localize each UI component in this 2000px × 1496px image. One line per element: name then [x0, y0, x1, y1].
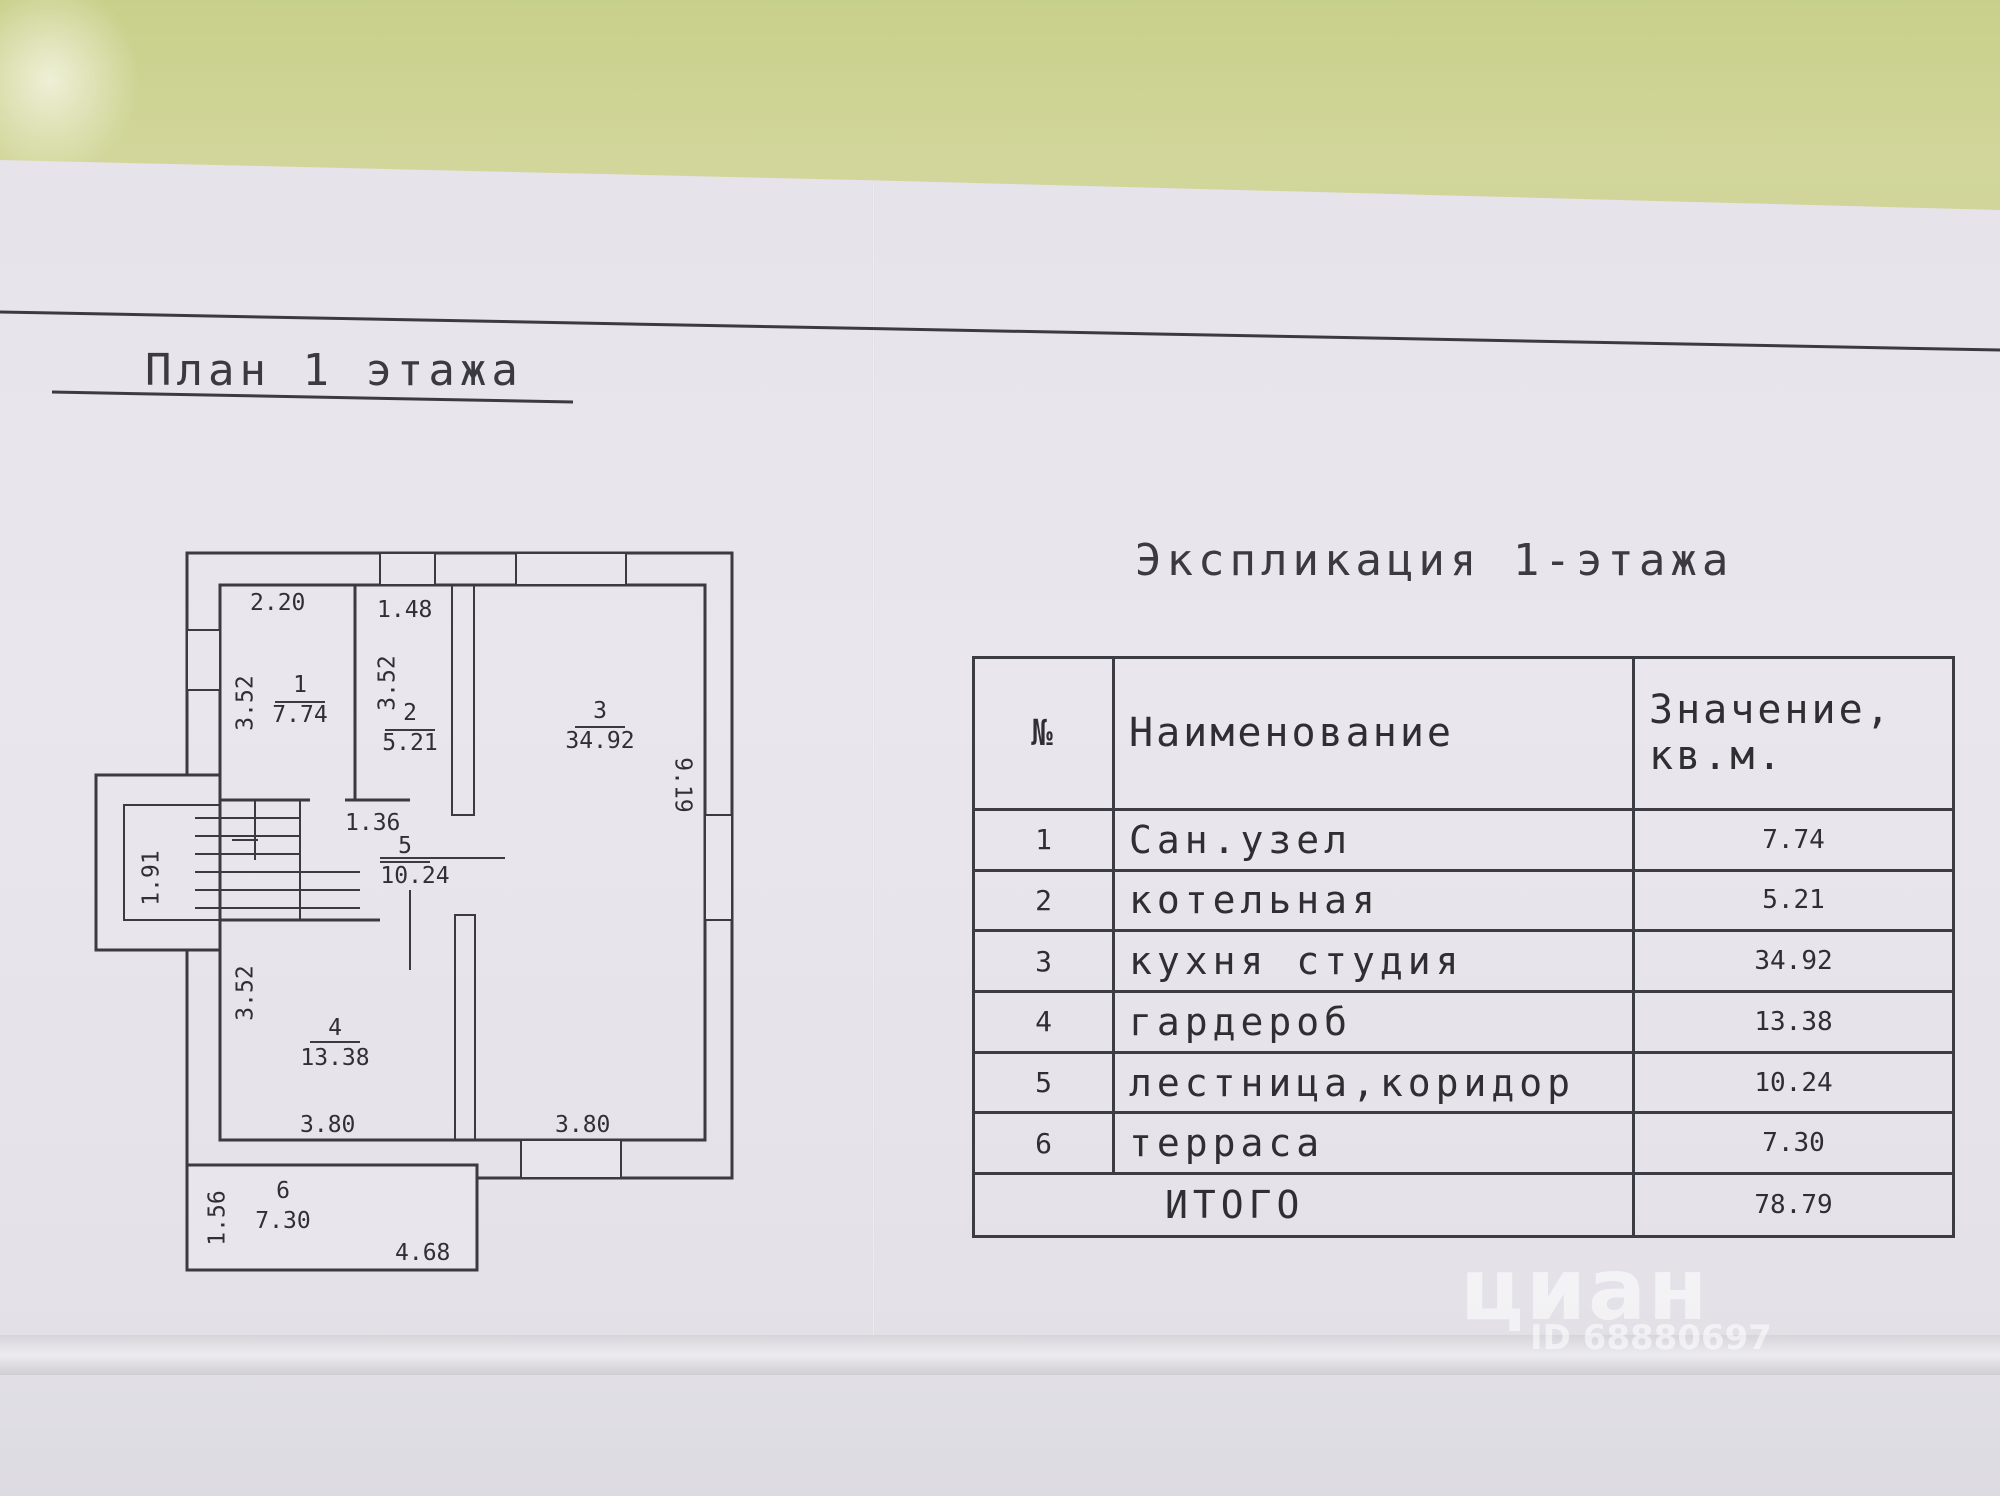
row-value: 13.38 — [1632, 989, 1955, 1054]
header-value: Значение, кв.м. — [1632, 656, 1955, 811]
dim-label: 3.80 — [555, 1112, 611, 1138]
row-number: 5 — [972, 1050, 1115, 1115]
window-top-1 — [379, 552, 436, 586]
watermark-logo: циан — [1460, 1240, 1710, 1340]
dim-label: 1.48 — [377, 597, 433, 623]
room-1-area: 7.74 — [272, 702, 328, 728]
table-row: 5 лестница,коридор 10.24 — [972, 1050, 1955, 1115]
table-row: 4 гардероб 13.38 — [972, 989, 1955, 1054]
header-num: № — [972, 656, 1115, 811]
dim-label: 1.36 — [345, 810, 401, 836]
row-name: кухня студия — [1112, 929, 1635, 993]
header-value-line1: Значение, — [1649, 687, 1893, 734]
table-row: 1 Сан.узел 7.74 — [972, 807, 1955, 872]
table-total-row: ИТОГО 78.79 — [972, 1172, 1955, 1238]
partition-2-3 — [451, 584, 475, 816]
table-row: 2 котельная 5.21 — [972, 868, 1955, 933]
window-left — [186, 629, 221, 691]
room-2-number: 2 — [403, 700, 417, 726]
row-number: 3 — [972, 929, 1115, 993]
room-1-number: 1 — [293, 672, 307, 698]
table-row: 3 кухня студия 34.92 — [972, 929, 1955, 993]
staircase-steps — [195, 800, 360, 920]
dim-label: 3.80 — [300, 1112, 356, 1138]
row-number: 4 — [972, 989, 1115, 1054]
room-6-area: 7.30 — [255, 1208, 311, 1234]
row-name: терраса — [1112, 1111, 1635, 1176]
explication-table: № Наименование Значение, кв.м. 1 Сан.узе… — [972, 656, 1955, 1238]
row-value: 5.21 — [1632, 868, 1955, 933]
window-bottom — [520, 1139, 622, 1179]
row-value: 7.74 — [1632, 807, 1955, 872]
terrace-outline — [185, 1163, 479, 1272]
row-number: 2 — [972, 868, 1115, 933]
dim-label: 4.68 — [395, 1240, 451, 1266]
dim-label-vertical: 1.91 — [138, 850, 165, 906]
watermark-id: ID 68880697 — [1530, 1318, 1772, 1358]
room-5-area: 10.24 — [380, 863, 450, 889]
row-name: Сан.узел — [1112, 807, 1635, 872]
outer-wall-inner — [218, 583, 707, 1142]
row-value: 7.30 — [1632, 1111, 1955, 1176]
total-value: 78.79 — [1632, 1172, 1955, 1238]
dim-label-vertical: 1.56 — [204, 1190, 231, 1246]
partition-4-3 — [454, 914, 476, 1141]
dim-label-vertical: 9.19 — [669, 757, 696, 813]
dim-label-vertical: 3.52 — [232, 675, 259, 731]
light-glare — [0, 0, 140, 180]
row-name: гардероб — [1112, 989, 1635, 1054]
explication-title: Экспликация 1-этажа — [1135, 535, 1734, 586]
paper-fold-vertical — [872, 185, 875, 1335]
room-4-area: 13.38 — [300, 1045, 370, 1071]
row-value: 10.24 — [1632, 1050, 1955, 1115]
room-4-number: 4 — [328, 1015, 342, 1041]
row-number: 1 — [972, 807, 1115, 872]
header-value-line2: кв.м. — [1649, 733, 1785, 780]
dim-label-vertical: 3.52 — [232, 965, 259, 1021]
room-5-number: 5 — [398, 833, 412, 859]
table-row: 6 терраса 7.30 — [972, 1111, 1955, 1176]
window-right — [704, 814, 733, 921]
room-6-number: 6 — [276, 1178, 290, 1204]
dim-label: 2.20 — [250, 590, 306, 616]
total-label: ИТОГО — [972, 1172, 1635, 1238]
row-number: 6 — [972, 1111, 1115, 1176]
row-value: 34.92 — [1632, 929, 1955, 993]
plan-title-underline — [51, 390, 574, 404]
plan-title: План 1 этажа — [145, 345, 523, 396]
outer-wall-outer — [185, 551, 734, 1180]
room-3-number: 3 — [593, 698, 607, 724]
paper-fold-horizontal — [0, 1335, 2000, 1375]
header-name: Наименование — [1112, 656, 1635, 811]
room-2-area: 5.21 — [382, 730, 438, 756]
room-3-area: 34.92 — [565, 728, 635, 754]
room-number-fraction-lines — [275, 701, 625, 1043]
sheet-frame-line — [0, 310, 2000, 352]
table-header-row: № Наименование Значение, кв.м. — [972, 656, 1955, 811]
row-name: лестница,коридор — [1112, 1050, 1635, 1115]
row-name: котельная — [1112, 868, 1635, 933]
window-top-2 — [515, 552, 627, 586]
stair-bay-inner — [123, 804, 221, 921]
